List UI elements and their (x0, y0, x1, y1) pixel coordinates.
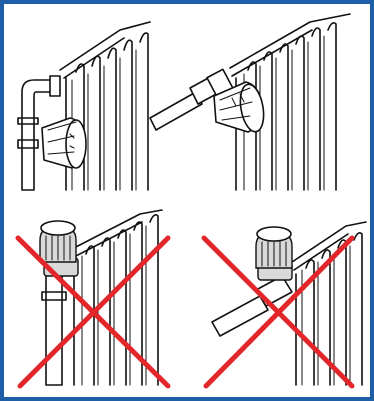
panel-top-left (18, 22, 150, 190)
pipe-vertical-bottom-left (42, 272, 66, 385)
thermostat-head-bottom-right (256, 227, 292, 280)
radiator-bottom-left (70, 210, 162, 385)
panel-top-right (150, 14, 350, 190)
thermostat-head-top-left (42, 118, 86, 168)
